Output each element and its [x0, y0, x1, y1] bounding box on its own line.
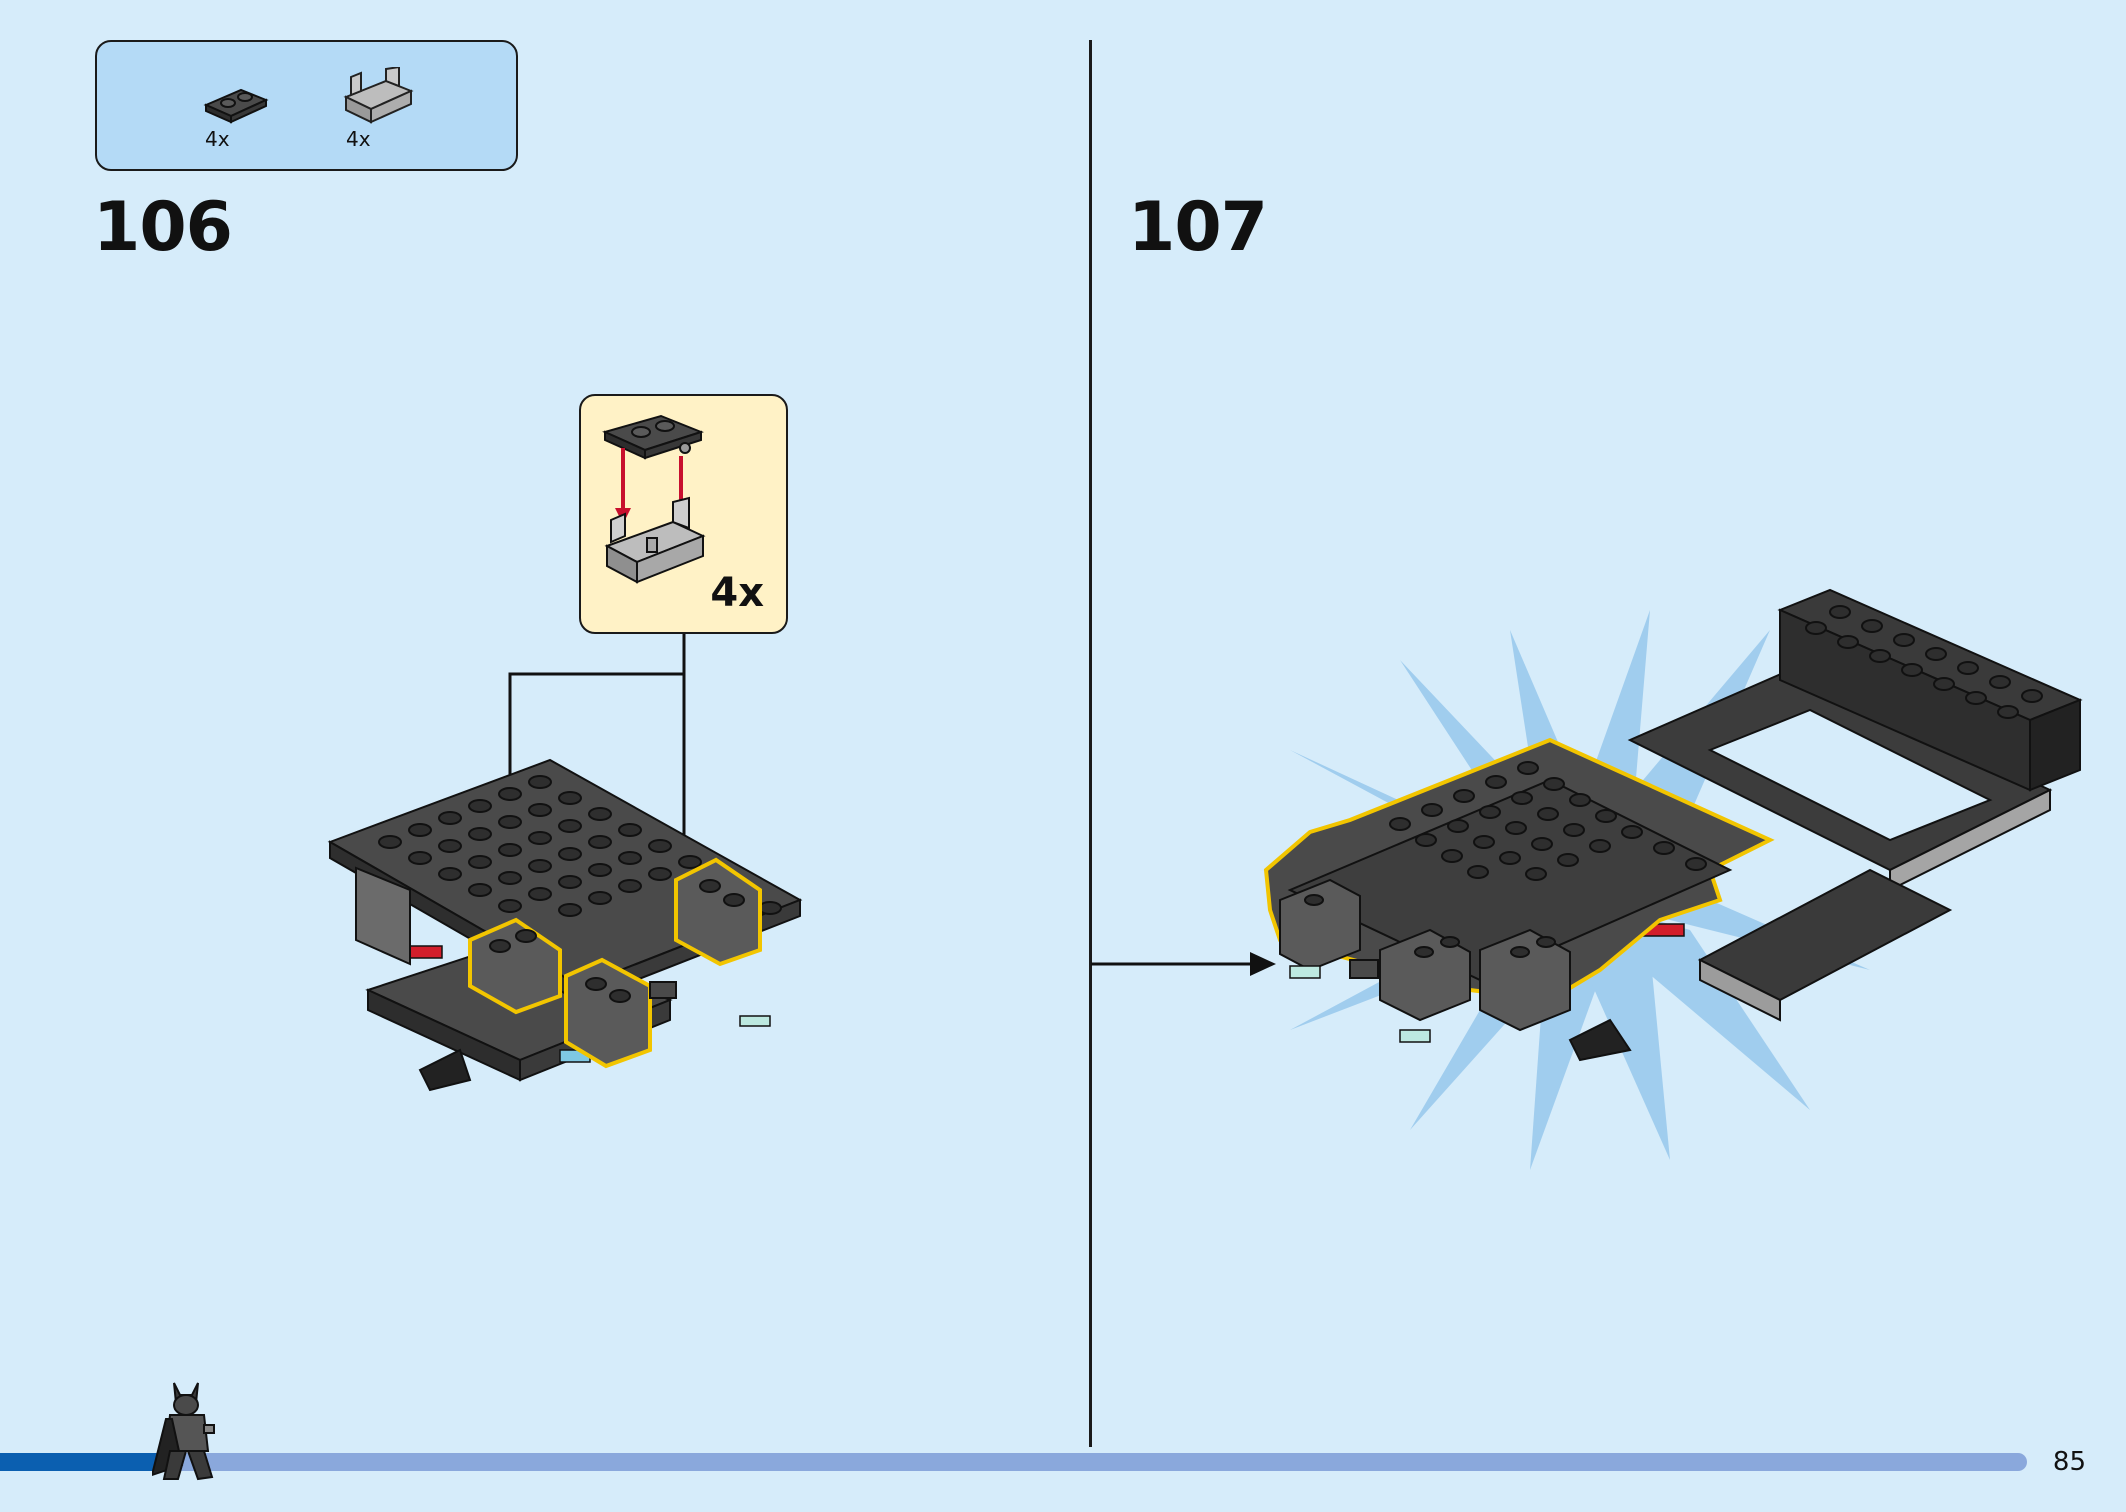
progress-fill: [0, 1453, 179, 1471]
part-quantity: 4x: [205, 127, 230, 151]
part-quantity: 4x: [346, 127, 371, 151]
sub-assembly-illustration: [602, 414, 706, 584]
grey-bracket-1x2-icon: [341, 67, 416, 127]
step-number: 107: [1128, 188, 1268, 267]
page-number: 85: [2052, 1447, 2086, 1477]
step-106-model: [320, 750, 820, 1120]
progress-bar: [0, 1453, 2027, 1471]
step-number: 106: [93, 188, 233, 267]
black-plate-1x2-with-clip-icon: [201, 80, 271, 125]
parts-list-box: 4x 4x: [95, 40, 518, 171]
arrow-head-icon: [1250, 952, 1276, 976]
page-divider: [1089, 40, 1092, 1447]
batman-minifigure-icon: [150, 1375, 232, 1489]
sub-assembly-callout: 4x: [579, 394, 788, 634]
step-107-model: [1250, 570, 2090, 1190]
callout-quantity: 4x: [710, 570, 764, 616]
